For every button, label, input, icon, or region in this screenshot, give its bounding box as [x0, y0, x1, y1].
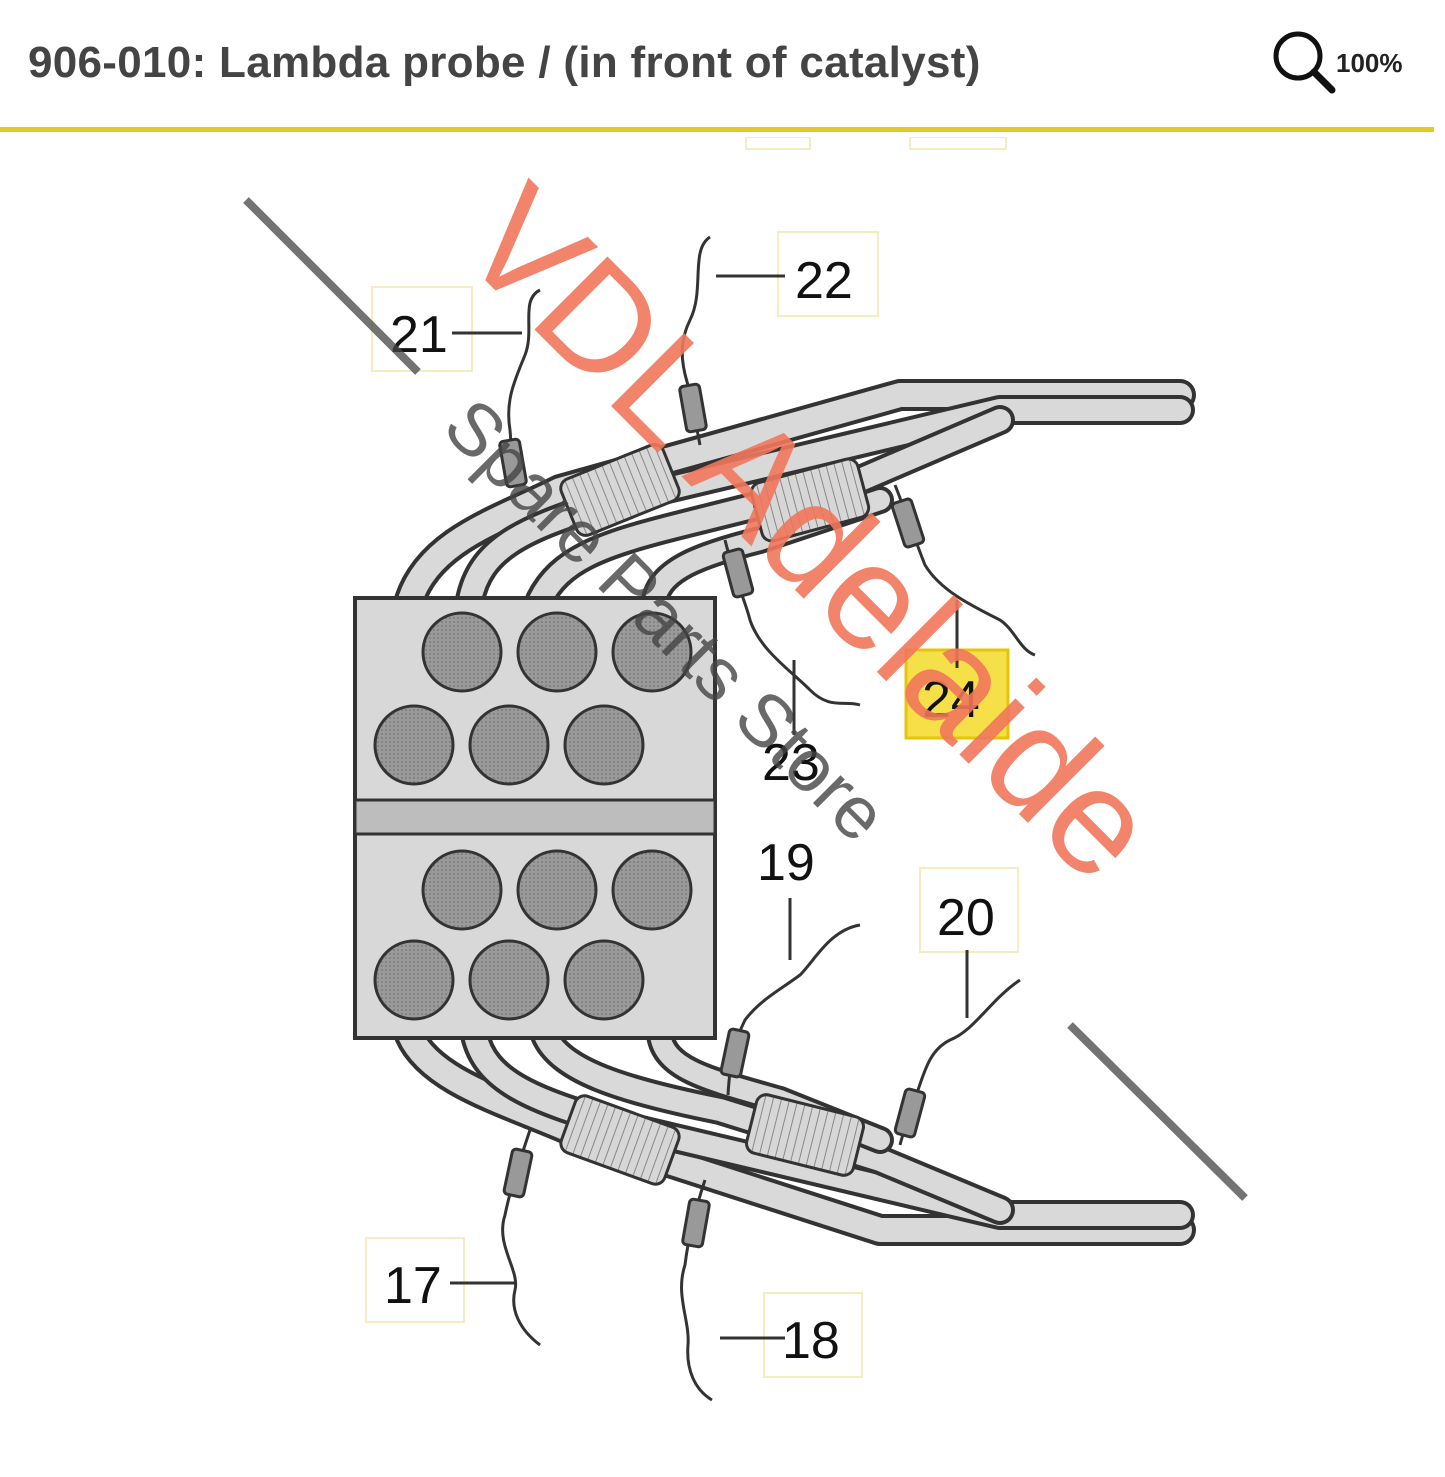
magnifier-icon [1273, 31, 1336, 94]
cylinder-bank-lower [373, 849, 693, 1021]
svg-text:18: 18 [782, 1312, 840, 1370]
upper-catalyst-left [559, 443, 681, 537]
lambda-probe-24[interactable] [890, 484, 1036, 657]
watermark-slash-top [243, 197, 421, 375]
lambda-probe-17[interactable] [501, 1129, 541, 1347]
svg-text:19: 19 [757, 834, 815, 892]
svg-text:22: 22 [795, 252, 853, 310]
engine-block [353, 596, 717, 1040]
callout-21[interactable]: 21 [371, 286, 522, 372]
header-bar: 906-010: Lambda probe / (in front of cat… [0, 0, 1434, 132]
watermark-slash-bottom [1067, 1022, 1248, 1201]
zoom-level: 100% [1336, 48, 1403, 78]
callout-17[interactable]: 17 [365, 1237, 515, 1323]
lambda-probe-19[interactable] [719, 923, 861, 1096]
callout-18[interactable]: 18 [720, 1292, 863, 1378]
lambda-probe-18[interactable] [680, 1179, 713, 1402]
parts-diagram: 21 22 23 24 19 20 17 18 VDL Adelaide [243, 137, 1248, 1402]
lambda-probe-23[interactable] [721, 539, 861, 707]
lambda-probe-21[interactable] [498, 288, 541, 489]
callout-22[interactable]: 22 [716, 231, 879, 317]
lower-catalyst-left [559, 1094, 681, 1186]
lambda-probe-22[interactable] [678, 235, 711, 446]
lambda-probe-20[interactable] [893, 978, 1021, 1146]
callout-19[interactable]: 19 [757, 834, 815, 960]
upper-catalyst-right [749, 457, 871, 543]
svg-text:23: 23 [762, 734, 820, 792]
svg-text:17: 17 [384, 1257, 442, 1315]
zoom-control[interactable]: 100% [1270, 28, 1430, 94]
svg-text:20: 20 [937, 889, 995, 947]
page-title: 906-010: Lambda probe / (in front of cat… [28, 38, 981, 87]
callout-23[interactable]: 23 [762, 660, 820, 792]
lower-catalyst-right [744, 1093, 866, 1177]
svg-text:24: 24 [922, 671, 980, 729]
callout-24[interactable]: 24 [904, 600, 1010, 740]
callout-20[interactable]: 20 [919, 867, 1019, 1018]
cylinder-bank-upper [373, 611, 693, 786]
